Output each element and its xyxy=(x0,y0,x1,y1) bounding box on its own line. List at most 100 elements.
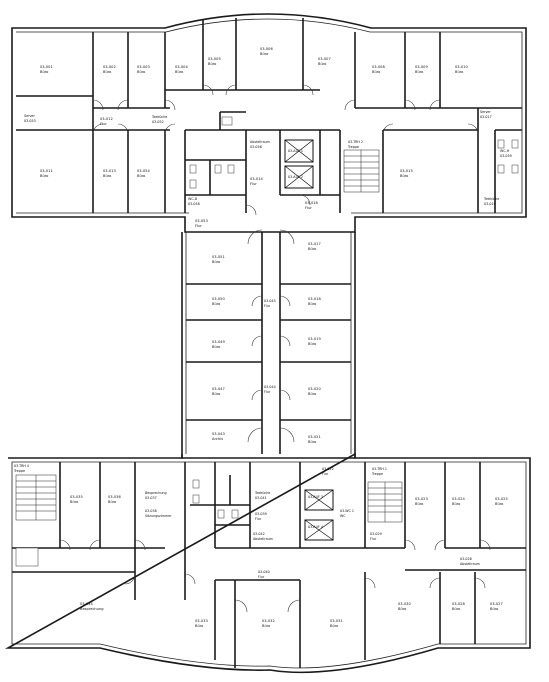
room-label: 03-011 xyxy=(40,169,53,173)
room-label: 03-023 xyxy=(415,497,428,501)
room-label: 03-004 xyxy=(175,65,188,69)
room-label: 03-036 xyxy=(108,495,121,499)
room-label: Büro xyxy=(212,392,220,396)
room-label: 03-032 xyxy=(262,619,275,623)
room-label: 03-010 xyxy=(455,65,468,69)
room-label: 03-033 xyxy=(195,619,208,623)
room-label: Büro xyxy=(400,174,408,178)
room-label: Besprechung xyxy=(80,607,104,611)
room-label: Büro xyxy=(212,302,220,306)
room-label: Teeküche xyxy=(254,491,270,495)
room-label: 03-034 xyxy=(80,602,93,606)
room-label: Büro xyxy=(212,260,220,264)
room-label: 03-054 xyxy=(137,169,150,173)
room-label: 03-059 xyxy=(500,154,512,158)
room-label: Büro xyxy=(452,502,460,506)
room-label: 03-TRH 1 xyxy=(372,467,387,471)
room-label: Büro xyxy=(308,392,316,396)
room-label: Büro xyxy=(108,500,116,504)
room-label: Büro xyxy=(308,247,316,251)
room-label: 03-051 xyxy=(212,255,225,259)
top-wc-fixtures xyxy=(189,116,519,189)
room-labels: 03-001 Büro 03-002 Büro 03-003 Büro 03-0… xyxy=(13,47,512,628)
room-label: 03-030 xyxy=(398,602,411,606)
room-label: 03-WC 1 xyxy=(340,509,354,513)
room-label: Server xyxy=(480,110,491,114)
room-label: 03-040 xyxy=(258,570,270,574)
top-block-walls xyxy=(11,13,527,233)
room-label: Flur xyxy=(264,304,271,308)
room-label: Büro xyxy=(415,502,423,506)
room-label: Büro xyxy=(452,607,460,611)
room-label: Server xyxy=(24,114,35,118)
room-label: 03-AUF 1 xyxy=(288,149,303,153)
bottom-wc-fixtures xyxy=(15,479,239,567)
room-label: 03-052 xyxy=(152,120,164,124)
room-label: 03-018 xyxy=(308,297,321,301)
room-label: Büro xyxy=(40,70,48,74)
room-label: Besprechung xyxy=(145,491,167,495)
room-label: Büro xyxy=(495,502,503,506)
room-label: 03-009 xyxy=(415,65,428,69)
room-label: 03-019 xyxy=(308,337,321,341)
room-label: Flur xyxy=(305,206,312,210)
room-label: Teeküche xyxy=(483,197,499,201)
room-label: Büro xyxy=(318,62,326,66)
room-label: 03-006 xyxy=(260,47,273,51)
room-label: 03-015 xyxy=(400,169,413,173)
room-label: 03-017 xyxy=(480,115,492,119)
room-label: Büro xyxy=(308,302,316,306)
room-label: 03-035 xyxy=(70,495,83,499)
room-label: 03-012 xyxy=(100,117,113,121)
room-label: Büro xyxy=(208,62,216,66)
room-label: 03-024 xyxy=(452,497,465,501)
room-label: Büro xyxy=(175,70,183,74)
room-label: 03-016 xyxy=(305,201,318,205)
middle-wing-doors xyxy=(247,229,295,443)
room-label: Büro xyxy=(308,440,316,444)
room-label: 03-AUF 4 xyxy=(308,525,323,529)
room-label: Treppe xyxy=(371,472,383,476)
room-label: 03-001 xyxy=(40,65,53,69)
room-label: Treppe xyxy=(13,469,25,473)
room-label: 03-050 xyxy=(212,297,225,301)
room-label: 03-TRH 4 xyxy=(14,464,29,468)
room-label: Büro xyxy=(137,70,145,74)
room-label: 03-AUF 2 xyxy=(288,175,303,179)
bottom-elevator-shafts xyxy=(304,489,334,541)
bottom-doors xyxy=(59,539,491,613)
room-label: 03-014 xyxy=(250,177,263,181)
room-label: Büro xyxy=(212,345,220,349)
room-label: 03-020 xyxy=(308,387,321,391)
middle-wing-walls xyxy=(181,232,356,459)
room-label: 03-005 xyxy=(208,57,221,61)
room-label: 03-025 xyxy=(495,497,508,501)
room-label: 03-041 xyxy=(255,496,267,500)
room-label: 03-013 xyxy=(103,169,116,173)
room-label: Abstellraum xyxy=(250,140,270,144)
room-label: Büro xyxy=(308,342,316,346)
room-label: Flur xyxy=(195,224,202,228)
room-label: 03-053 xyxy=(24,119,36,123)
room-label: Flur xyxy=(255,517,262,521)
room-label: Flur xyxy=(258,575,265,579)
room-label: Büro xyxy=(137,174,145,178)
room-label: 03-043 xyxy=(212,432,225,436)
room-label: 03-047 xyxy=(212,387,225,391)
room-label: 03-TRH 2 xyxy=(348,140,363,144)
room-label: Büro xyxy=(330,624,338,628)
room-label: 03-007 xyxy=(318,57,331,61)
room-label: 03-022 xyxy=(322,467,334,471)
room-label: WC-D xyxy=(188,197,198,201)
bottom-block-walls xyxy=(4,452,531,674)
room-label: 03-018 xyxy=(484,202,496,206)
room-label: 03-021 xyxy=(308,435,321,439)
room-label: Büro xyxy=(490,607,498,611)
room-label: Flur xyxy=(250,182,257,186)
room-label: 03-044 xyxy=(264,385,276,389)
room-label: 03-039 xyxy=(255,512,267,516)
room-label: Büro xyxy=(455,70,463,74)
room-label: Abstellraum xyxy=(253,537,273,541)
room-label: 03-027 xyxy=(490,602,503,606)
room-label: 03-038 xyxy=(145,509,157,513)
